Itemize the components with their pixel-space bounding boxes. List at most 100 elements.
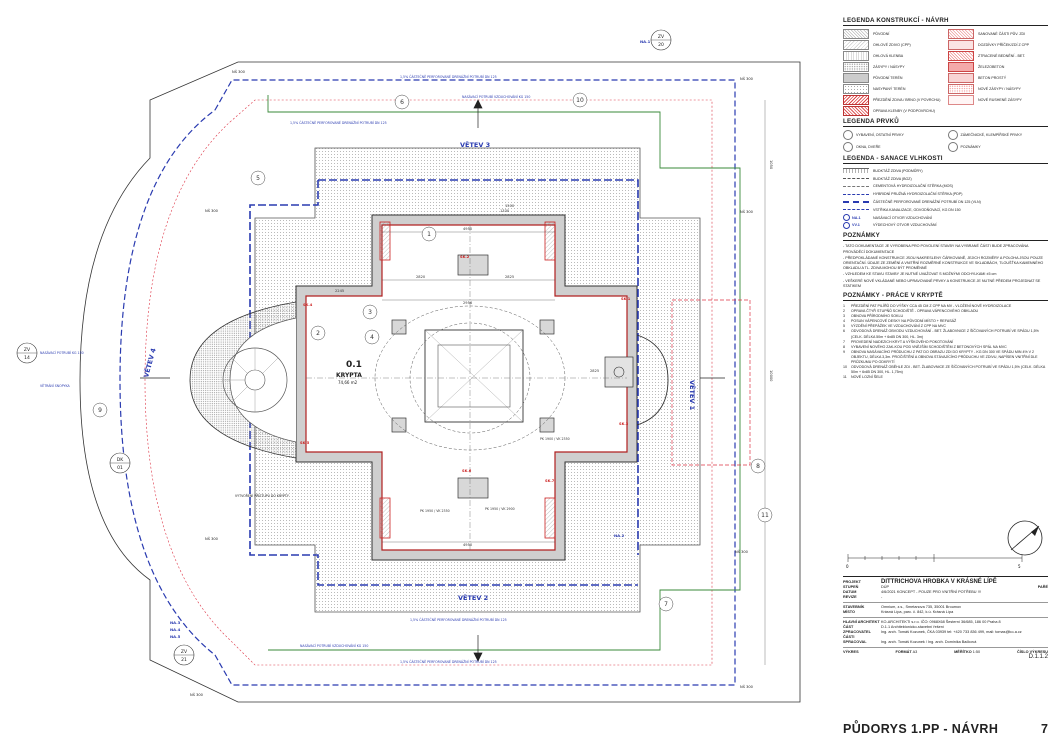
svg-text:ZV: ZV bbox=[24, 347, 31, 353]
svg-text:10000: 10000 bbox=[769, 370, 773, 382]
legend-item: BUDKTÁŽ ZDIVA (BOZ) bbox=[843, 175, 1048, 183]
svg-text:NA.5: NA.5 bbox=[170, 634, 181, 639]
pipe-note-top2: 1,5% ČÁSTEČNĚ PERFOROVANÉ DRENÁŽNÍ POTRU… bbox=[290, 120, 387, 125]
left-suction-note: NASÁVACÍ POTRUBÍ KG 150 bbox=[40, 350, 84, 355]
suction-note-top: NASÁVACÍ POTRUBÍ VZDUCHOVÁNÍ KG 150 bbox=[462, 94, 530, 99]
callout-10: 10 bbox=[572, 92, 588, 108]
svg-text:9: 9 bbox=[98, 407, 102, 414]
svg-text:2825: 2825 bbox=[590, 369, 599, 373]
hatch-swatch bbox=[948, 39, 974, 50]
note-line: - VZHLEDEM KE STAVU STAVBY JE NUTNÉ UVAŽ… bbox=[843, 272, 997, 277]
scale-bar: 0 5 bbox=[846, 554, 1023, 569]
legend-item: OPRAVA KLENBY (V PODPOVRCHU) bbox=[843, 105, 943, 116]
svg-text:NŠ 300: NŠ 300 bbox=[232, 69, 246, 74]
legend-item: BUDKTÁŽ ZDIVA (PODMŮRY) bbox=[843, 167, 1048, 175]
svg-text:4950: 4950 bbox=[463, 227, 473, 231]
legend-item: PŮVODNÍ TERÉN bbox=[843, 72, 943, 83]
branch-label-4: VĚTEV 4 bbox=[141, 347, 158, 379]
callout-6: 6 bbox=[394, 94, 410, 110]
window-door-icon bbox=[843, 142, 853, 152]
svg-text:NŠ 300: NŠ 300 bbox=[205, 208, 219, 213]
svg-text:3: 3 bbox=[368, 309, 372, 316]
legend-item: ZÁMEČNICKÉ, KLEMPÍŘSKÉ PRVKY bbox=[947, 130, 1049, 140]
note-line: - VEŠKERÉ NOVÉ VKLÁDANÉ NEBO UPRAVOVANÉ … bbox=[843, 278, 1041, 288]
hatch-swatch bbox=[843, 39, 869, 50]
svg-text:SK.4: SK.4 bbox=[303, 303, 313, 307]
svg-text:PK 1950 / VK 2900: PK 1950 / VK 2900 bbox=[485, 507, 515, 511]
scale-start: 0 bbox=[846, 564, 849, 569]
right-apse bbox=[636, 334, 669, 426]
notes-title: POZNÁMKY bbox=[843, 232, 1048, 242]
scale-end: 5 bbox=[1018, 564, 1021, 569]
red-outline-outer bbox=[144, 99, 713, 666]
green-line bbox=[267, 95, 741, 651]
room-name: KRYPTA bbox=[336, 372, 362, 379]
hatch-swatch bbox=[843, 83, 869, 94]
svg-text:1: 1 bbox=[427, 231, 431, 238]
tb-sheet-info: VÝKRES FORMÁT A3 MĚŘÍTKO 1:50 ČÍSLO VÝKR… bbox=[843, 650, 1048, 660]
pipe-note-bottom2: 1,5% ČÁSTEČNĚ PERFOROVANÉ DRENÁŽNÍ POTRU… bbox=[400, 659, 497, 664]
svg-text:1330: 1330 bbox=[500, 209, 510, 213]
svg-text:NA.2: NA.2 bbox=[614, 533, 625, 538]
svg-text:PK 1900 / VK 2350: PK 1900 / VK 2350 bbox=[540, 437, 570, 441]
callout-2: 2 bbox=[310, 325, 326, 341]
line-swatch bbox=[843, 201, 869, 204]
pipe-note-bottom: 1,5% ČÁSTEČNĚ PERFOROVANÉ DRENÁŽNÍ POTRU… bbox=[410, 617, 507, 622]
svg-text:1050: 1050 bbox=[769, 160, 773, 170]
room-area: 74,66 m2 bbox=[338, 380, 358, 385]
callout-5: 5 bbox=[250, 170, 266, 186]
svg-text:8: 8 bbox=[756, 463, 760, 470]
svg-text:NŠ 300: NŠ 300 bbox=[735, 549, 749, 554]
svg-text:2956: 2956 bbox=[463, 301, 473, 305]
branch-label-1: VĚTEV 1 bbox=[688, 380, 697, 411]
legend-item: ZÁSYPY / NÁSYPY bbox=[843, 61, 943, 72]
hatch-swatch bbox=[843, 72, 869, 83]
right-niche bbox=[604, 356, 634, 388]
legend-construction-title: LEGENDA KONSTRUKCÍ - NÁVRH bbox=[843, 17, 1048, 26]
svg-text:10: 10 bbox=[576, 97, 584, 104]
drawing-title: PŮDORYS 1.PP - NÁVRH bbox=[843, 722, 999, 736]
notes: - TATO DOKUMENTACE JE VYROBENA PRO POVOL… bbox=[843, 244, 1048, 289]
svg-text:SK.7: SK.7 bbox=[545, 479, 555, 483]
svg-text:4950: 4950 bbox=[463, 543, 473, 547]
line-swatch bbox=[843, 185, 869, 187]
pk-labels: PK 1900 / VK 2350 PK 1950 / VK 2900 PK 1… bbox=[420, 437, 570, 513]
branch-label-2: VĚTEV 2 bbox=[458, 593, 488, 602]
drawing-number: 7 bbox=[1041, 722, 1048, 736]
svg-text:2825: 2825 bbox=[505, 275, 514, 279]
svg-text:SK.2: SK.2 bbox=[460, 255, 470, 259]
drain-inner-b bbox=[249, 180, 638, 586]
legend-item: PŘEZDĚNÍ ZDIVA / BRNO (V POVRCHU) bbox=[843, 94, 943, 105]
note-line: - PŘEDPOKLÁDANÉ KONSTRUKCE JSOU NAKRESLE… bbox=[843, 255, 1044, 271]
hatch-swatch bbox=[948, 72, 974, 83]
line-swatch bbox=[843, 178, 869, 180]
svg-text:2820: 2820 bbox=[416, 275, 426, 279]
hatch-swatch bbox=[843, 50, 869, 61]
hatch-swatch bbox=[948, 61, 974, 72]
svg-text:NŠ 300: NŠ 300 bbox=[190, 692, 204, 697]
suction-note-bottom: NASÁVACÍ POTRUBÍ VZDUCHOVÁNÍ KG 150 bbox=[300, 643, 368, 648]
svg-text:ZV: ZV bbox=[181, 649, 188, 655]
svg-text:SK.3: SK.3 bbox=[619, 422, 629, 426]
sk-blocks bbox=[379, 221, 556, 539]
svg-text:NA.1: NA.1 bbox=[640, 39, 651, 44]
svg-text:7: 7 bbox=[664, 601, 668, 608]
legend-moisture: BUDKTÁŽ ZDIVA (PODMŮRY) BUDKTÁŽ ZDIVA (B… bbox=[843, 167, 1048, 229]
legend-construction: PŮVODNÍ SANOVANÉ ČÁSTI PŮV. ZDI OHLOVÉ Z… bbox=[843, 28, 1048, 116]
hatch-swatch bbox=[948, 83, 974, 94]
svg-text:NA.3: NA.3 bbox=[170, 620, 181, 625]
hatch-swatch bbox=[843, 105, 869, 116]
na-labels: NA.1 NA.2 NA.3 NA.4 NA.5 bbox=[170, 39, 651, 639]
legend-item: OHLOVÉ ZDIVO (CPP) bbox=[843, 39, 943, 50]
section-arrows bbox=[140, 99, 725, 662]
